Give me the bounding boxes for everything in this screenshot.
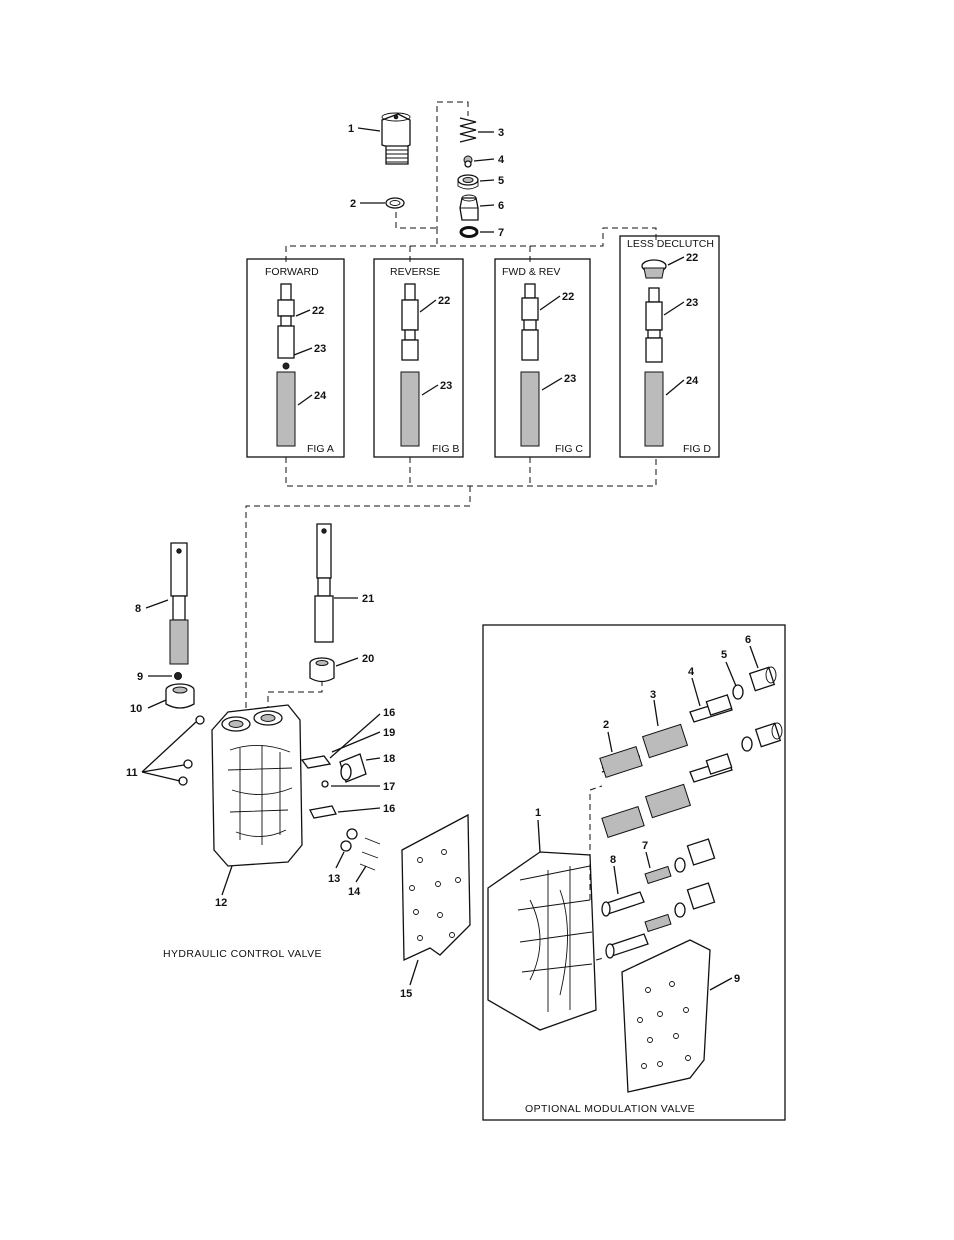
mod-callout-6: 6	[745, 634, 751, 646]
hcv-callout-12: 12	[215, 897, 227, 909]
hydraulic-caption: HYDRAULIC CONTROL VALVE	[163, 948, 322, 960]
part-1-plug	[381, 112, 411, 165]
callout-1: 1	[348, 123, 354, 135]
hcv-callout-17: 17	[383, 781, 395, 793]
part-5-seat	[457, 174, 479, 190]
fig-c-callout-23: 23	[564, 373, 576, 385]
hydraulic-control-valve: 8 9 10 11 12 13 14	[126, 523, 471, 1000]
hcv-callout-15: 15	[400, 988, 412, 1000]
fig-c-title: FWD & REV	[502, 266, 560, 278]
mod-callout-3: 3	[650, 689, 656, 701]
hcv-callout-16a: 16	[383, 707, 395, 719]
fig-a-title: FORWARD	[265, 266, 319, 278]
modulation-valve-panel: 1 2 3 4 5 6 7	[482, 624, 786, 1121]
mod-callout-9: 9	[734, 973, 740, 985]
part-3-spring	[459, 117, 477, 143]
callout-2: 2	[350, 198, 356, 210]
hcv-callout-18: 18	[383, 753, 395, 765]
spring-a	[276, 371, 296, 447]
fig-b-label: FIG B	[432, 443, 459, 455]
part-7-o-ring	[459, 226, 479, 238]
hcv-callout-13: 13	[328, 873, 340, 885]
modulation-caption: OPTIONAL MODULATION VALVE	[525, 1103, 695, 1115]
part-2-washer	[385, 197, 405, 209]
mod-callout-1: 1	[535, 807, 541, 819]
fig-d-callout-22: 22	[686, 252, 698, 264]
mod-callout-5: 5	[721, 649, 727, 661]
fig-a-callout-24: 24	[314, 390, 327, 402]
figure-box-a: FORWARD FIG A 22 23 24	[246, 258, 345, 458]
hcv-callout-19: 19	[383, 727, 395, 739]
hcv-callout-20: 20	[362, 653, 374, 665]
callout-5: 5	[498, 175, 504, 187]
mod-callout-8: 8	[610, 854, 616, 866]
fig-a-label: FIG A	[307, 443, 334, 455]
mod-callout-2: 2	[603, 719, 609, 731]
hcv-callout-11: 11	[126, 767, 138, 779]
fig-d-title: LESS DECLUTCH	[627, 238, 714, 250]
mod-callout-7: 7	[642, 840, 648, 852]
hcv-callout-16b: 16	[383, 803, 395, 815]
mod-callout-4: 4	[688, 666, 695, 678]
callout-7: 7	[498, 227, 504, 239]
fig-a-callout-22: 22	[312, 305, 324, 317]
part-4-ball	[463, 155, 473, 168]
hcv-callout-8: 8	[135, 603, 141, 615]
hcv-callout-21: 21	[362, 593, 374, 605]
callout-4: 4	[498, 154, 505, 166]
figure-box-d: LESS DECLUTCH FIG D 22 23 24	[619, 235, 720, 458]
lower-connection-lines	[245, 457, 657, 720]
callout-3: 3	[498, 127, 504, 139]
fig-c-callout-22: 22	[562, 291, 574, 303]
fig-d-callout-23: 23	[686, 297, 698, 309]
top-connection-lines	[285, 101, 657, 262]
callout-6: 6	[498, 200, 504, 212]
fig-d-callout-24: 24	[686, 375, 699, 387]
hcv-callout-9: 9	[137, 671, 143, 683]
fig-a-callout-23: 23	[314, 343, 326, 355]
fig-b-title: REVERSE	[390, 266, 440, 278]
hcv-callout-10: 10	[130, 703, 142, 715]
hcv-callout-14: 14	[348, 886, 361, 898]
part-6-plug	[459, 194, 479, 221]
fig-b-callout-22: 22	[438, 295, 450, 307]
figure-box-b: REVERSE FIG B 22 23	[373, 258, 464, 458]
fig-b-callout-23: 23	[440, 380, 452, 392]
fig-c-label: FIG C	[555, 443, 583, 455]
fig-d-label: FIG D	[683, 443, 711, 455]
figure-box-c: FWD & REV FIG C 22 23	[494, 258, 591, 458]
